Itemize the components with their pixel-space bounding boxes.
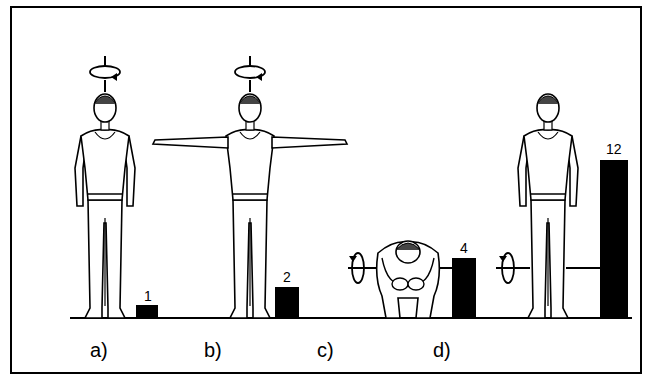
bar-value: 12 [606, 142, 622, 156]
panel-letter: c) [317, 340, 334, 360]
panel-letter: a) [90, 340, 108, 360]
bar-value: 2 [283, 270, 291, 284]
panel-letter: d) [433, 340, 451, 360]
bar-value: 4 [460, 241, 468, 255]
bar-value: 1 [144, 289, 152, 303]
panel-letter: b) [204, 340, 222, 360]
